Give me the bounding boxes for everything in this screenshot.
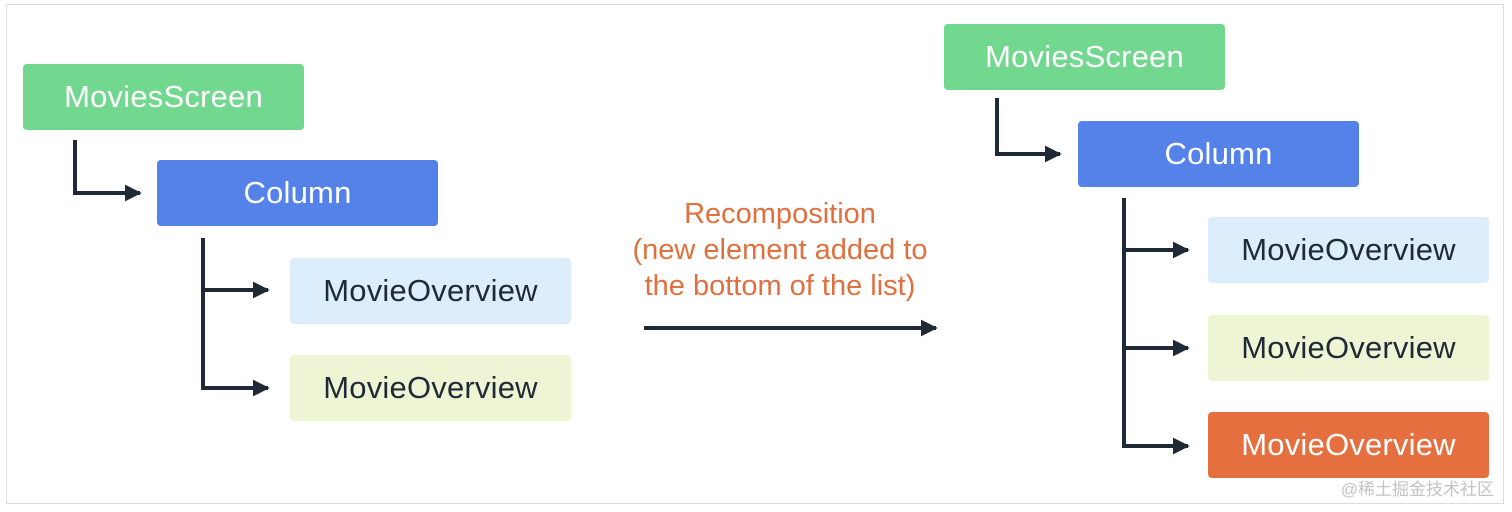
watermark: @稀土掘金技术社区 (1340, 480, 1494, 499)
caption-line-3: the bottom of the list) (644, 270, 916, 302)
connector-after-root-to-column (995, 98, 1062, 163)
after-child-label-2: MovieOverview (1241, 330, 1456, 365)
after-new-child-label: MovieOverview (1241, 427, 1456, 462)
after-column-node: Column (1078, 121, 1359, 187)
after-child-label-1: MovieOverview (1241, 232, 1456, 267)
after-child-node-2: MovieOverview (1208, 315, 1489, 381)
connector-after-column-to-child-1 (1122, 198, 1190, 259)
before-root-node: MoviesScreen (23, 64, 304, 130)
connector-column-to-child-1 (201, 238, 270, 299)
before-child-label-2: MovieOverview (323, 370, 538, 405)
caption-line-2: (new element added to (632, 234, 928, 266)
after-new-child-node: MovieOverview (1208, 412, 1489, 478)
before-root-label: MoviesScreen (64, 79, 263, 114)
connector-column-to-child-2 (201, 288, 270, 397)
after-root-label: MoviesScreen (985, 39, 1184, 74)
before-column-node: Column (157, 160, 438, 226)
after-root-node: MoviesScreen (944, 24, 1225, 90)
after-child-node-1: MovieOverview (1208, 217, 1489, 283)
before-child-node-2: MovieOverview (290, 355, 571, 421)
connector-after-column-to-child-2 (1122, 248, 1190, 357)
before-child-node-1: MovieOverview (290, 258, 571, 324)
recomposition-caption: Recomposition (new element added to the … (620, 196, 940, 304)
after-column-label: Column (1164, 136, 1273, 171)
before-column-label: Column (243, 175, 352, 210)
before-child-label-1: MovieOverview (323, 273, 538, 308)
connector-root-to-column (73, 140, 142, 202)
caption-line-1: Recomposition (684, 198, 876, 230)
connector-after-column-to-new-child (1122, 346, 1190, 455)
